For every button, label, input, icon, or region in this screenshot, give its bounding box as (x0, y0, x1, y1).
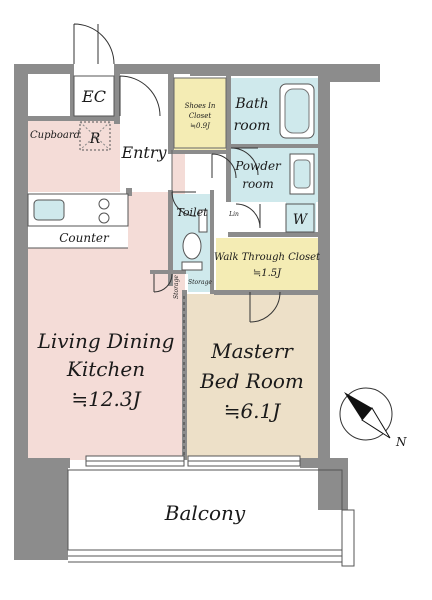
master-label-1: Masterr (210, 339, 294, 363)
wall-storage-top (150, 270, 186, 274)
kitchen-sink-icon (33, 199, 65, 221)
wall-right (318, 64, 330, 474)
walk-closet-label-1: Walk Through Closet (214, 252, 321, 263)
refrigerator-label: R (89, 131, 101, 147)
compass-north-label: N (395, 435, 407, 449)
wall-toilet-left (168, 190, 173, 286)
wall-bath-left (226, 72, 231, 202)
bath-label-1: Bath (234, 96, 268, 112)
compass-arrow-icon (344, 392, 372, 420)
column-bottom-left (14, 462, 68, 560)
storage-label: Storage (173, 275, 180, 299)
wall-left (14, 64, 28, 464)
wall-powder-bottom (228, 232, 318, 237)
linen-area (212, 196, 228, 232)
powder-door-swing[interactable] (211, 153, 237, 179)
refrigerator-cross-2 (79, 121, 111, 151)
ec-box (73, 75, 115, 117)
ldk-label-3: ≒12.3J (71, 387, 141, 411)
bathtub-inner (284, 88, 310, 134)
compass: N (339, 387, 407, 449)
wall-cupboard-top (28, 116, 120, 121)
vanity-basin (293, 159, 311, 189)
balcony-label: Balcony (164, 501, 246, 525)
wall-toilet-right (210, 190, 214, 294)
windows (85, 455, 301, 467)
room-labels: EC Cupboard R Entry Shoes In Closet ≒0.9… (30, 87, 321, 525)
shoes-closet-box (173, 77, 227, 149)
entry-door[interactable] (119, 75, 161, 117)
storage-door-swing[interactable] (153, 273, 173, 293)
entry-door-swing (119, 75, 161, 117)
wall-ec-right (114, 64, 120, 124)
ldk-label-1: Living Dining (37, 329, 175, 353)
compass-arrow-tail (361, 407, 391, 439)
wall-core-left (168, 64, 174, 154)
refrigerator-box (79, 121, 111, 151)
counter-label: Counter (59, 231, 110, 245)
wall-top-mid (118, 64, 190, 74)
powder-label-1: Powder (234, 159, 282, 173)
entry-label: Entry (120, 143, 167, 162)
walk-closet-label-2: ≒1.5J (253, 268, 282, 279)
shoes-closet-label-1: Shoes In (185, 102, 216, 110)
wall-ec-left (70, 64, 74, 120)
bedroom-door-swing[interactable] (249, 291, 281, 323)
balcony (67, 469, 355, 567)
balcony-side-rail (341, 509, 355, 567)
toilet-door-swing[interactable] (171, 191, 197, 217)
ec-door[interactable] (73, 23, 115, 65)
ldk-entry-gap (28, 120, 120, 190)
wall-core-bottom (168, 150, 228, 154)
powder-label-2: room (242, 177, 274, 191)
shoes-closet-label-3: ≒0.9J (190, 122, 211, 130)
linen-label: Lin (228, 211, 239, 218)
bath-label-2: room (234, 118, 271, 134)
ec-label: EC (81, 87, 106, 106)
wall-closet-bottom (214, 290, 318, 295)
wall-top-left (14, 64, 70, 74)
wall-right-upper (318, 64, 380, 82)
closet-door-swing[interactable] (235, 203, 261, 229)
toilet-icon (182, 232, 202, 260)
bath-door-swing[interactable] (230, 147, 259, 176)
toilet-label: Toilet (176, 206, 208, 219)
stove-burner-2-icon (98, 212, 110, 224)
toilet-sink-icon (198, 209, 208, 233)
washer-box (285, 203, 315, 233)
shoes-closet-label-2: Closet (189, 112, 212, 120)
ec-door-swing (73, 23, 115, 65)
wall-bath-bottom (228, 144, 318, 148)
shoes-closet-area (174, 78, 226, 150)
master-label-3: ≒6.1J (224, 399, 282, 423)
stove-burner-1-icon (98, 198, 110, 210)
walk-closet-area (216, 238, 318, 292)
balcony-area (68, 470, 342, 550)
master-label-2: Bed Room (199, 369, 304, 393)
cupboard-label: Cupboard (30, 130, 80, 141)
wall-bottom-right (300, 458, 330, 468)
entry-area (120, 120, 172, 192)
storage-small-area (188, 272, 214, 292)
storage-small-label: Storage (188, 279, 212, 286)
interior-doors (153, 147, 281, 323)
washer-label: W (293, 212, 309, 228)
wall-counter-divider (126, 188, 132, 196)
ldk-label-2: Kitchen (66, 357, 145, 381)
toilet-tank-icon (181, 261, 203, 271)
